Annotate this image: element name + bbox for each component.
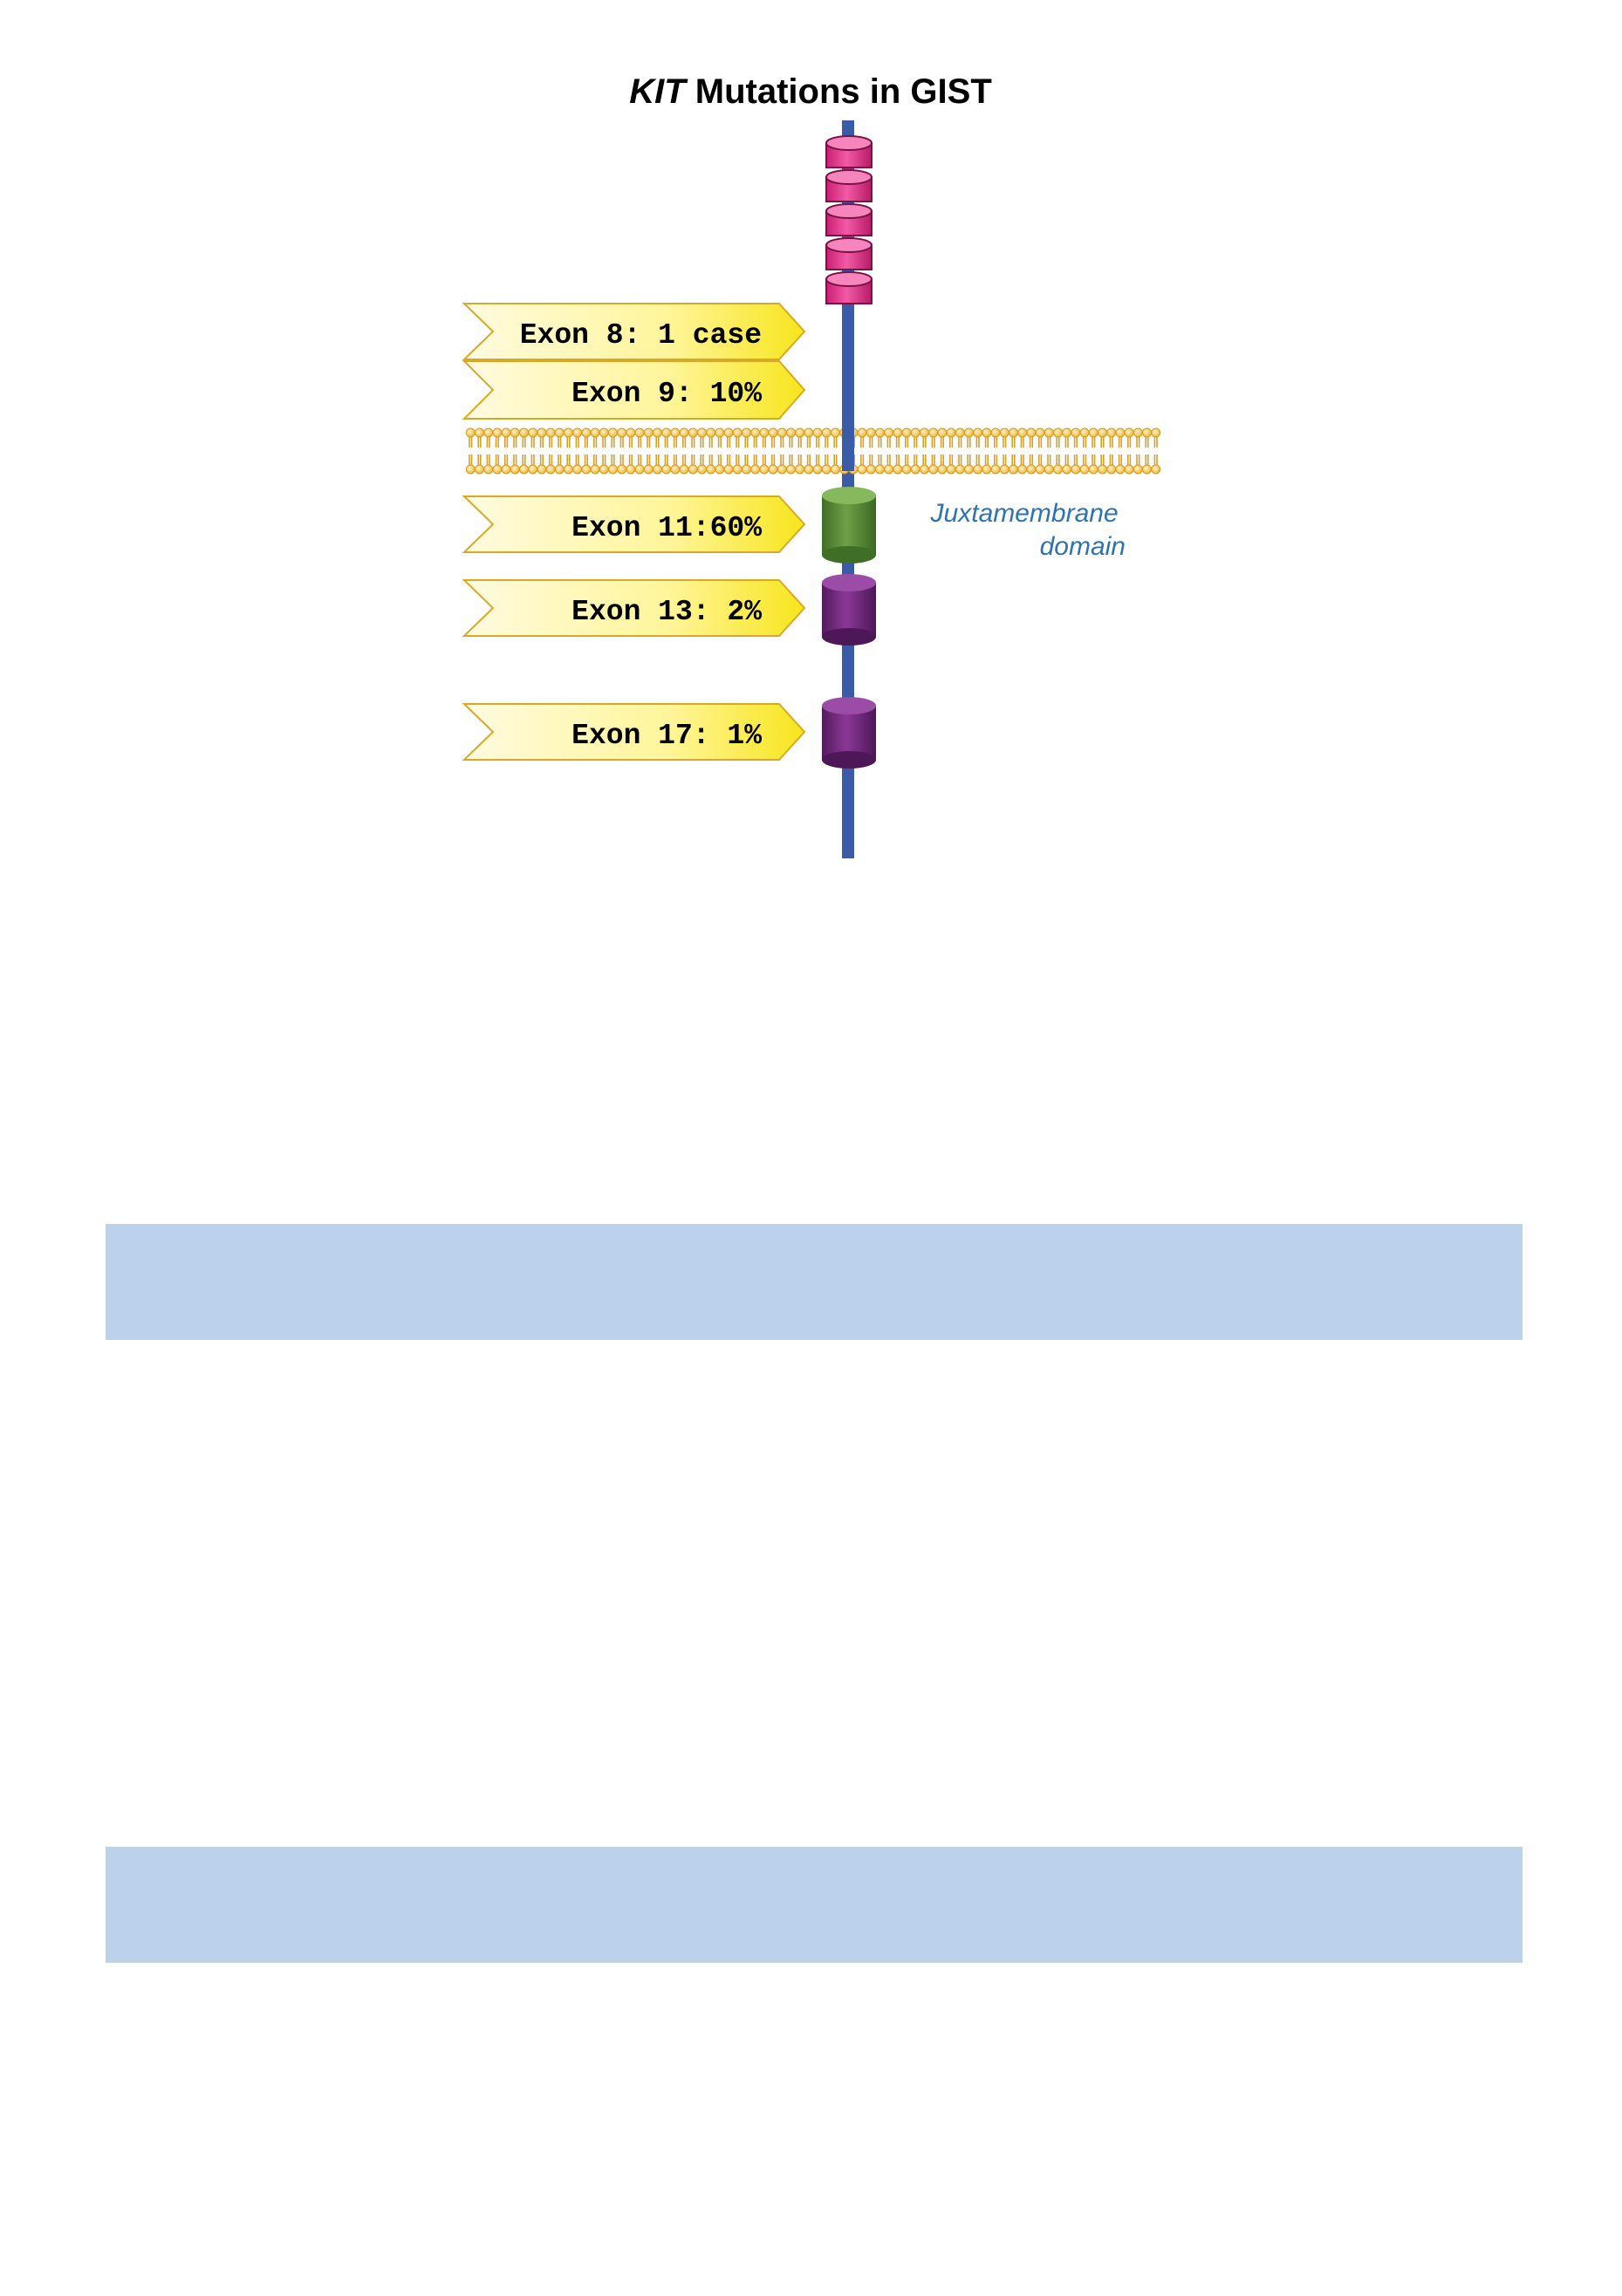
exon-callout-11: Exon 11:60% xyxy=(462,495,806,553)
ig-domain-3 xyxy=(825,203,873,236)
exon-11-label: Exon 11:60% xyxy=(571,512,762,544)
ig-domain-5 xyxy=(825,271,873,304)
kinase-domain-1 xyxy=(822,574,876,646)
exon-9-label: Exon 9: 10% xyxy=(571,378,762,410)
extracellular-domains xyxy=(825,135,873,304)
juxtamembrane-label-line1: Juxtamembrane xyxy=(930,499,1119,528)
exon-callout-13: Exon 13: 2% xyxy=(462,579,806,637)
diagram-title: KIT Mutations in GIST xyxy=(629,72,992,111)
receptor-line-membrane-segment xyxy=(842,427,854,471)
title-rest: Mutations in GIST xyxy=(686,72,992,111)
exon-17-label: Exon 17: 1% xyxy=(571,720,762,752)
exon-callout-9: Exon 9: 10% xyxy=(462,360,806,420)
exon-callout-8: Exon 8: 1 case xyxy=(462,303,806,360)
ig-domain-2 xyxy=(825,169,873,202)
cell-membrane xyxy=(465,427,1161,475)
juxtamembrane-label: Juxtamembrane domain xyxy=(930,499,1126,561)
juxtamembrane-domain xyxy=(822,487,876,564)
ig-domain-4 xyxy=(825,237,873,270)
exon-callout-17: Exon 17: 1% xyxy=(462,703,806,761)
kinase-domain-2 xyxy=(822,697,876,769)
juxtamembrane-label-line2: domain xyxy=(1040,532,1126,561)
ig-domain-1 xyxy=(825,135,873,168)
title-gene: KIT xyxy=(629,72,688,111)
highlight-band-1 xyxy=(106,1224,1523,1340)
exon-13-label: Exon 13: 2% xyxy=(571,596,762,628)
exon-8-label: Exon 8: 1 case xyxy=(520,319,762,352)
highlight-band-2 xyxy=(106,1847,1523,1963)
